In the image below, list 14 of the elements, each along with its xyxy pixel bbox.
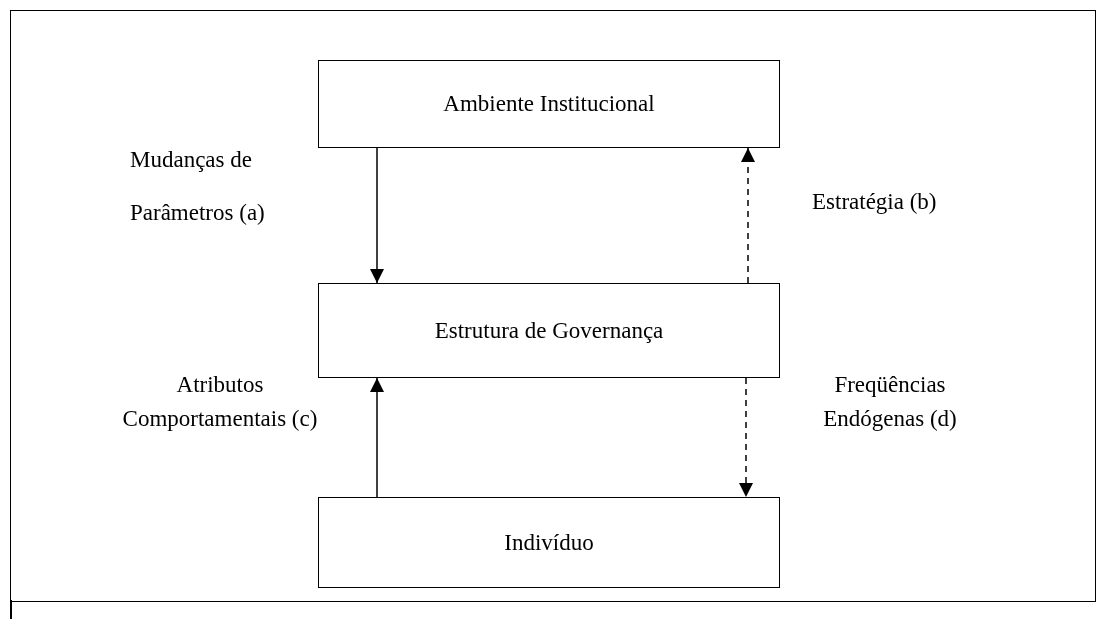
arrow	[370, 377, 384, 498]
edge-label: Mudanças de Parâmetros (a)	[130, 146, 266, 227]
box-label: Estrutura de Governança	[434, 317, 664, 344]
edge-label: Freqüências Endógenas (d)	[822, 371, 958, 433]
edge-label: Estratégia (b)	[812, 188, 938, 216]
arrow	[739, 377, 753, 498]
process-box	[318, 497, 780, 588]
box-label: Indivíduo	[504, 529, 594, 556]
box-label: Ambiente Institucional	[443, 91, 655, 117]
edge-label: Atributos Comportamentais (c)	[121, 371, 319, 433]
arrow	[370, 147, 384, 284]
arrow	[741, 147, 755, 284]
process-box	[318, 283, 780, 378]
process-box	[318, 60, 780, 148]
